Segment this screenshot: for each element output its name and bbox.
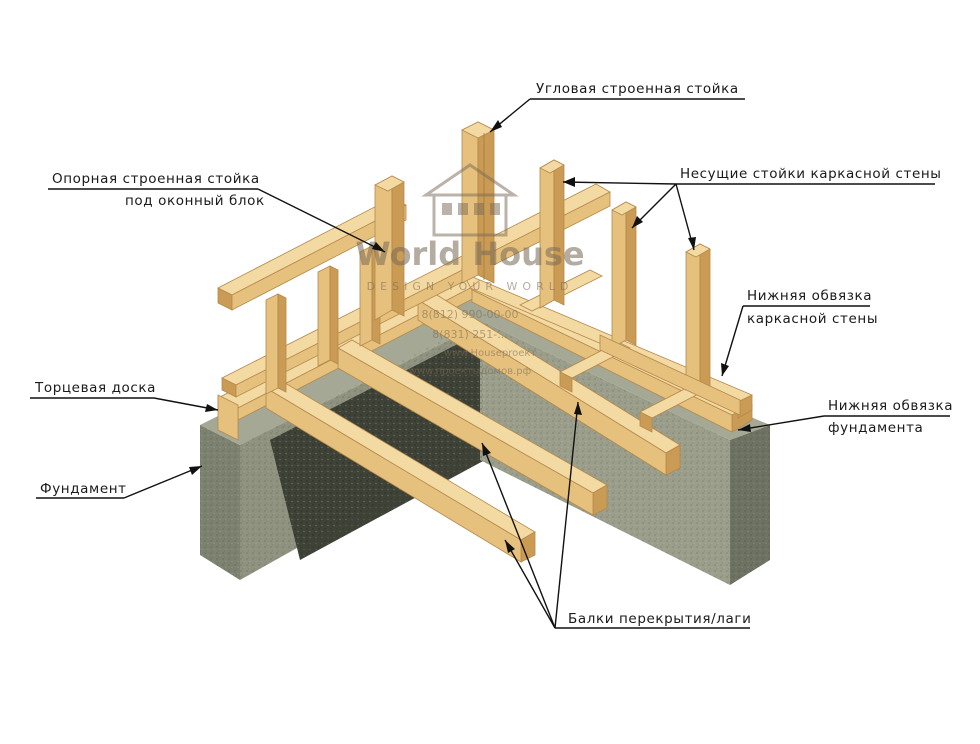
watermark: World House DESIGN YOUR WORLD 8(812) 990… xyxy=(355,163,585,377)
label-wall-plate-1: Нижняя обвязка xyxy=(747,288,872,304)
watermark-site-2: www.проектыдомов.рф xyxy=(409,366,531,377)
label-support-post-2: под оконный блок xyxy=(125,193,265,209)
end-board xyxy=(217,394,239,441)
left-post-1 xyxy=(265,293,279,395)
watermark-tagline: DESIGN YOUR WORLD xyxy=(367,280,574,293)
label-corner-post: Угловая строенная стойка xyxy=(536,81,739,97)
label-foundation: Фундамент xyxy=(40,481,127,497)
bearing-post-2 xyxy=(611,201,627,349)
house-logo-icon xyxy=(421,163,519,237)
label-foundation-plate-1: Нижняя обвязка xyxy=(828,398,953,414)
label-support-post-1: Опорная строенная стойка xyxy=(52,171,260,187)
watermark-site-1: www.Houseproект xyxy=(444,348,537,359)
watermark-brand: World House xyxy=(355,235,584,273)
watermark-phone-1: 8(812) 990-00-00 xyxy=(421,308,518,321)
wood-frame xyxy=(217,121,753,563)
label-bearing-posts: Несущие стойки каркасной стены xyxy=(680,166,942,182)
label-end-board: Торцевая доска xyxy=(34,380,156,396)
label-joists: Балки перекрытия/лаги xyxy=(568,611,751,627)
wall-plate-rail xyxy=(599,334,741,416)
annotations: Угловая строенная стойка Опорная строенн… xyxy=(30,81,953,629)
label-wall-plate-2: каркасной стены xyxy=(747,311,878,327)
watermark-phone-2: 8(831) 251-... xyxy=(432,328,508,341)
bearing-post-3 xyxy=(685,243,701,391)
label-foundation-plate-2: фундамента xyxy=(828,420,923,436)
left-post-2 xyxy=(317,265,331,367)
